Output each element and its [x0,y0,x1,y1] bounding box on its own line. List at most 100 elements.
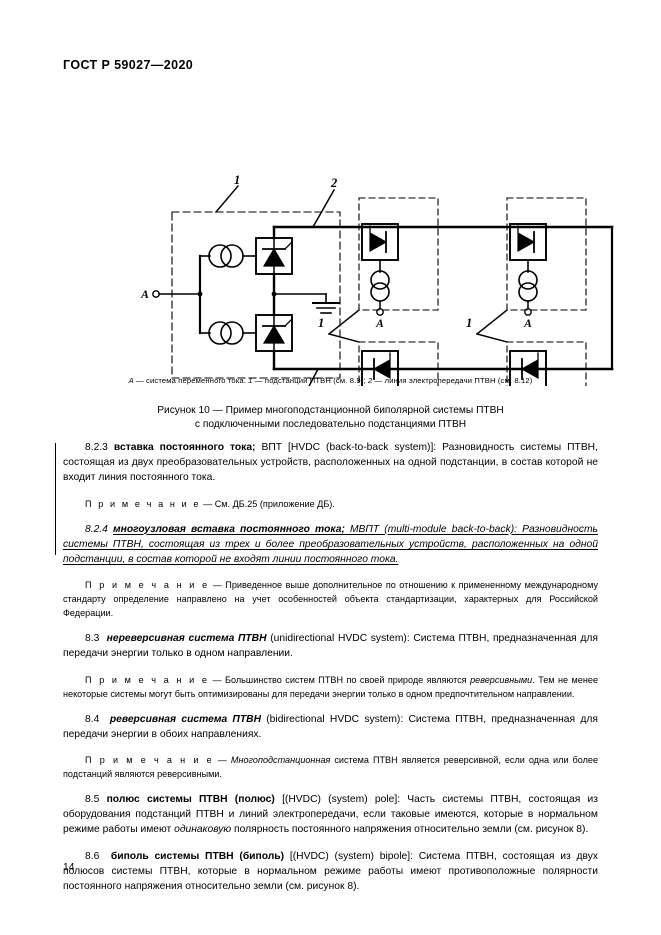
term-name-8-2-3: вставка постоянного тока; [113,442,256,453]
callout-label-line-top: 2 [330,176,337,190]
leader-mid-lower [328,333,360,343]
term-entry-8-2-4: 8.2.4 многоузловая вставка постоянного т… [63,522,598,568]
thyristor-symbol-lower-left [262,324,286,344]
term-abbr-8-2-3: ВПТ [HVDC (back-to-back system)]: [255,442,437,453]
term-entry-8-4: 8.4 реверсивная система ПТВН (bidirectio… [63,712,598,742]
callout-label-station-mid: 1 [318,316,324,330]
transformer-upper-left-winding2 [220,244,244,268]
thyristor-symbol-right-upper [517,231,536,253]
callout-label-station-top: 1 [234,173,240,187]
converter-valve-mid-lower [361,350,399,386]
term-definition-8-2-3: Разновидность системы ПТВН, состоящая из… [63,442,598,484]
legend-text-1: — подстанции ПТВН (см. 8.9); [252,376,368,385]
term-name-8-6: биполь системы ПТВН (биполь) [110,850,285,862]
revision-change-bar [55,443,57,555]
term-definition-8-3: Система ПТВН, предназначенная для переда… [63,633,598,660]
thyristor-symbol-right-lower [520,358,539,380]
station-boundary-right-upper [506,197,587,311]
note-text-8-3-before: — Большинство систем ПТВН по своей приро… [209,674,471,685]
figure-10-diagram: 1 2 2 1 1 A A A A A [0,86,661,386]
figure-caption-line-1: Рисунок 10 — Пример многоподстанционной … [157,405,504,416]
ac-terminal-label-left: A [140,289,149,301]
term-name-8-2-4: многоузловая вставка постоянного тока; [113,523,345,535]
legend-symbol-a: A [128,376,134,385]
station-boundary-right-lower [506,341,587,386]
callout-label-station-right: 1 [466,316,472,330]
figure-caption-line-2: с подключенными последовательно подстанц… [194,419,467,430]
note-label-8-2-3: П р и м е ч а н и е [85,498,201,509]
thyristor-symbol-mid-lower [372,358,391,380]
note-label-8-4: П р и м е ч а н и е [85,755,214,766]
term-entry-8-2-3: 8.2.3 вставка постоянного тока; ВПТ [HVD… [63,440,598,486]
note-8-2-4: П р и м е ч а н и е — Приведенное выше д… [63,578,598,620]
station-boundary-left [171,211,341,379]
term-definition-8-4: Система ПТВН, предназначенная для переда… [63,713,598,740]
callout-leader-station-top [214,184,240,214]
note-8-2-3: П р и м е ч а н и е — См. ДБ.25 (приложе… [63,497,598,511]
note-text-8-3-after: . Тем не менее некоторые системы могут б… [63,674,599,699]
transformer-mid-upper-winding2 [370,282,390,302]
term-emphasis-8-5: одинаковую [174,824,232,836]
legend-symbol-2: 2 [367,376,373,385]
figure-legend: A — система переменного тока. 1 — подста… [0,376,661,385]
transformer-right-upper-winding1 [518,270,538,290]
term-definition-8-5-before: Часть системы ПТВН, состоящая из оборудо… [63,794,599,836]
ac-terminal-mid-upper-circle [376,308,384,316]
legend-text-a: — система переменного тока. [133,376,249,385]
leader-right-upper [475,308,509,336]
term-abbr-8-2-4: МВПТ (multi-module back-to-back): [344,523,517,535]
note-8-3: П р и м е ч а н и е — Большинство систем… [63,673,598,701]
note-emphasis-8-3: реверсивными [470,674,533,685]
document-header-standard-number: ГОСТ Р 59027—2020 [63,58,194,72]
term-name-8-4: реверсивная система ПТВН [109,713,261,725]
term-abbr-8-3: (unidirectional HVDC system): [266,633,410,645]
station-boundary-mid-upper [358,197,439,311]
ac-terminal-label-mid-upper: A [375,318,384,330]
term-definition-8-6: Система ПТВН, состоящая из двух полюсов … [63,850,598,893]
term-number-8-2-4: 8.2.4 [85,523,108,535]
note-text-8-2-4: — Приведенное выше дополнительное по отн… [63,580,598,619]
leader-right-lower [476,333,508,343]
transformer-mid-upper-winding1 [370,270,390,290]
leader-mid-upper [327,308,361,336]
term-number-8-5: 8.5 [85,794,100,806]
note-text-8-4-before: — [213,755,231,766]
term-abbr-8-6: [(HVDC) (system) bipole]: [284,850,413,862]
hvdc-schematic-svg: 1 2 2 1 1 A A A A A [140,173,614,386]
transformer-lower-left-winding1 [208,321,232,345]
converter-valve-right-lower [509,350,547,386]
note-label-8-2-4: П р и м е ч а н и е [85,580,210,591]
term-abbr-8-5: [(HVDC) (system) pole]: [274,794,401,806]
term-entry-8-6: 8.6 биполь системы ПТВН (биполь) [(HVDC)… [63,849,598,895]
legend-text-2: — линия электропередачи ПТВН (см. 8.12) [372,376,533,385]
station-boundary-mid-lower [358,341,439,386]
transformer-upper-left-winding1 [208,244,232,268]
transformer-right-upper-winding2 [518,282,538,302]
note-text-8-4-after: система ПТВН является реверсивной, если … [63,755,598,780]
note-emphasis-8-4: Многоподстанционная [230,755,331,766]
ac-terminal-label-right-upper: A [523,318,532,330]
term-entry-8-3: 8.3 нереверсивная система ПТВН (unidirec… [63,631,598,661]
term-abbr-8-4: (bidirectional HVDC system): [261,713,404,725]
term-definition-8-5-after: полярность постоянного напряжения относи… [231,824,589,836]
transformer-lower-left-winding2 [220,321,244,345]
body-text-column: 8.2.3 вставка постоянного тока; ВПТ [HVD… [63,440,598,894]
earth-ground-symbol [312,302,340,314]
term-number-8-3: 8.3 [85,633,100,645]
ac-terminal-right-upper-circle [524,308,532,316]
term-name-8-5: полюс системы ПТВН (полюс) [106,794,275,806]
note-label-8-3: П р и м е ч а н и е [85,674,210,685]
callout-leader-line-bottom [308,367,320,386]
term-entry-8-5: 8.5 полюс системы ПТВН (полюс) [(HVDC) (… [63,792,598,838]
callout-leader-line-top [311,188,336,229]
page-number: 14 [63,862,75,873]
term-definition-8-2-4: Разновидность системы ПТВН, состоящая из… [63,523,598,566]
term-number-8-2-3: 8.2.3 [85,442,108,453]
term-name-8-3: нереверсивная система ПТВН [106,633,267,645]
term-number-8-4: 8.4 [85,713,100,725]
term-number-8-6: 8.6 [85,850,100,862]
figure-caption: Рисунок 10 — Пример многоподстанционной … [0,404,661,432]
note-8-4: П р и м е ч а н и е — Многоподстанционна… [63,753,598,781]
ac-bus-junction-dot [197,291,203,297]
